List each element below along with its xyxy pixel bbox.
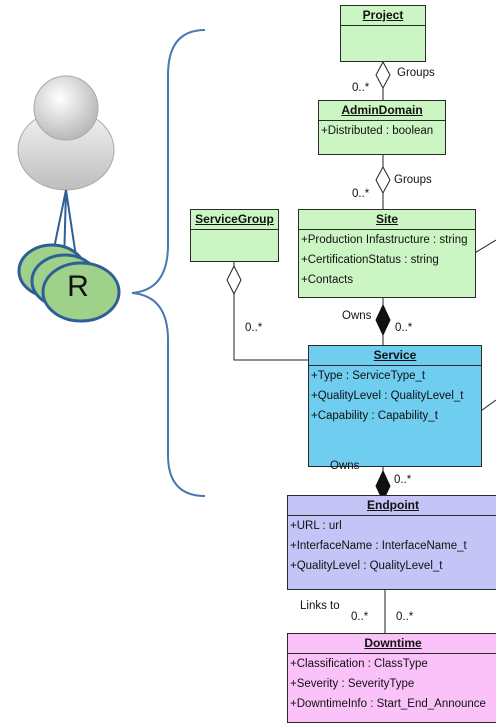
class-site[interactable]: Site +Production Infastructure : string … [298, 209, 476, 298]
class-attribute: +URL : url [290, 520, 342, 532]
class-attribute: +Classification : ClassType [290, 658, 428, 670]
class-attribute: +DowntimeInfo : Start_End_Announce [290, 698, 486, 710]
class-servicegroup[interactable]: ServiceGroup [190, 209, 279, 262]
scope-brace [131, 29, 206, 497]
composition-diamond [375, 303, 391, 337]
role-letter: R [67, 270, 89, 303]
class-attribute: +CertificationStatus : string [301, 254, 439, 266]
aggregation-diamond [375, 60, 391, 90]
class-name: Service [309, 346, 481, 366]
class-name: Downtime [288, 634, 496, 654]
aggregation-diamond [226, 264, 242, 296]
class-attribute: +Capability : Capability_t [311, 410, 438, 422]
class-attribute: +Type : ServiceType_t [311, 370, 426, 382]
multiplicity-label: 0..* [395, 322, 413, 334]
class-name: ServiceGroup [191, 210, 278, 230]
class-attribute: +Contacts [301, 274, 354, 286]
multiplicity-label: 0..* [351, 611, 369, 623]
class-project[interactable]: Project [340, 5, 426, 62]
relation-label: Groups [397, 67, 435, 79]
multiplicity-label: 0..* [352, 82, 370, 94]
multiplicity-label: 0..* [394, 474, 412, 486]
multiplicity-label: 0..* [352, 188, 370, 200]
relation-label: Owns [330, 460, 360, 472]
class-attribute: +InterfaceName : InterfaceName_t [290, 540, 467, 552]
class-name: Site [299, 210, 475, 230]
class-attribute: +Severity : SeverityType [290, 678, 415, 690]
class-admindomain[interactable]: AdminDomain +Distributed : boolean [318, 100, 446, 155]
role-badges [17, 243, 121, 323]
relation-label: Owns [342, 310, 372, 322]
multiplicity-label: 0..* [245, 322, 263, 334]
class-attribute: +QualityLevel : QualityLevel_t [311, 390, 464, 402]
relation-label: Links to [300, 600, 340, 612]
class-name: Project [341, 6, 425, 26]
class-name: Endpoint [288, 496, 496, 516]
servicegroup-service-line [233, 262, 308, 361]
class-endpoint[interactable]: Endpoint +URL : url +InterfaceName : Int… [287, 495, 496, 590]
class-attribute: +Distributed : boolean [321, 125, 434, 137]
class-attribute: +Production Infastructure : string [301, 234, 468, 246]
class-name: AdminDomain [319, 101, 445, 121]
class-downtime[interactable]: Downtime +Classification : ClassType +Se… [287, 633, 496, 723]
relation-label: Groups [394, 174, 432, 186]
aggregation-diamond [375, 165, 391, 195]
class-service[interactable]: Service +Type : ServiceType_t +QualityLe… [308, 345, 482, 467]
class-attribute: +QualityLevel : QualityLevel_t [290, 560, 443, 572]
multiplicity-label: 0..* [396, 611, 414, 623]
user-icon [17, 75, 115, 191]
